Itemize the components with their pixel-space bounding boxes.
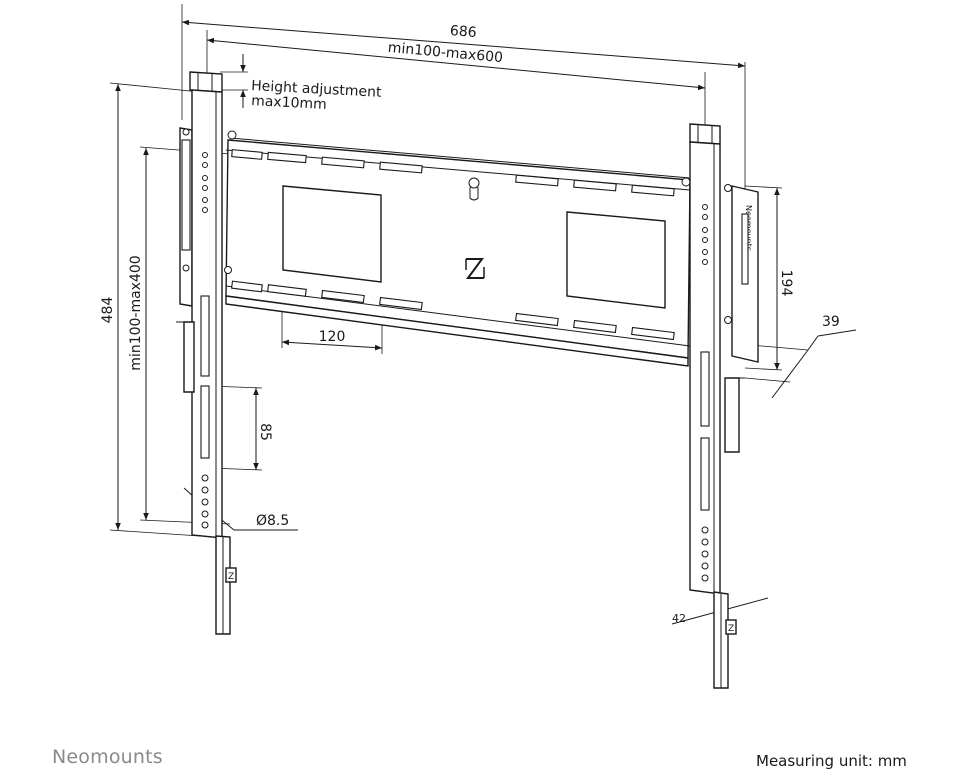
right-arm-holes-bottom: [701, 526, 709, 582]
dim-484-label: 484: [100, 297, 116, 324]
wall-plate: [225, 130, 691, 367]
left-arm-holes-bottom: [201, 474, 209, 529]
dim-vesa-height-label: min100-max400: [128, 255, 144, 370]
height-adjust-label-1: Height adjustment: [251, 78, 383, 101]
dimension-194: 194: [744, 185, 794, 371]
dim-39-label: 39: [822, 314, 840, 330]
right-window: [566, 211, 666, 309]
right-arm-logo-icon: Z: [728, 624, 734, 634]
left-arm: Z: [176, 71, 237, 635]
height-adjust-label-2: max10mm: [251, 93, 327, 113]
top-slots: [231, 149, 675, 197]
dimension-484: 484: [100, 82, 201, 537]
dim-hole-label: Ø8.5: [256, 513, 289, 529]
right-arm: Neomounts: [689, 123, 759, 689]
measuring-unit-label: Measuring unit: mm: [756, 752, 907, 770]
dim-194-label: 194: [778, 270, 794, 297]
left-window: [282, 185, 382, 283]
dimension-vesa-width: min100-max600: [206, 30, 706, 126]
brand-logo: Neomounts: [52, 746, 163, 768]
bottom-slots: [231, 280, 675, 341]
right-arm-holes-top: [702, 204, 708, 265]
left-arm-logo-icon: Z: [228, 572, 234, 582]
dim-42-label: 42: [672, 612, 686, 625]
left-arm-holes-top: [202, 152, 208, 213]
dim-120-label: 120: [319, 329, 346, 345]
dim-vesa-width-label: min100-max600: [387, 40, 503, 66]
dimension-vesa-height: min100-max400: [128, 146, 231, 525]
dim-85-label: 85: [257, 423, 273, 441]
dim-686-label: 686: [449, 23, 477, 41]
keyhole-icon: [468, 177, 480, 201]
dimension-height-adjust: Height adjustment max10mm: [220, 54, 382, 113]
dimension-39: 39: [744, 314, 857, 399]
brand-logo-icon: [465, 258, 485, 279]
